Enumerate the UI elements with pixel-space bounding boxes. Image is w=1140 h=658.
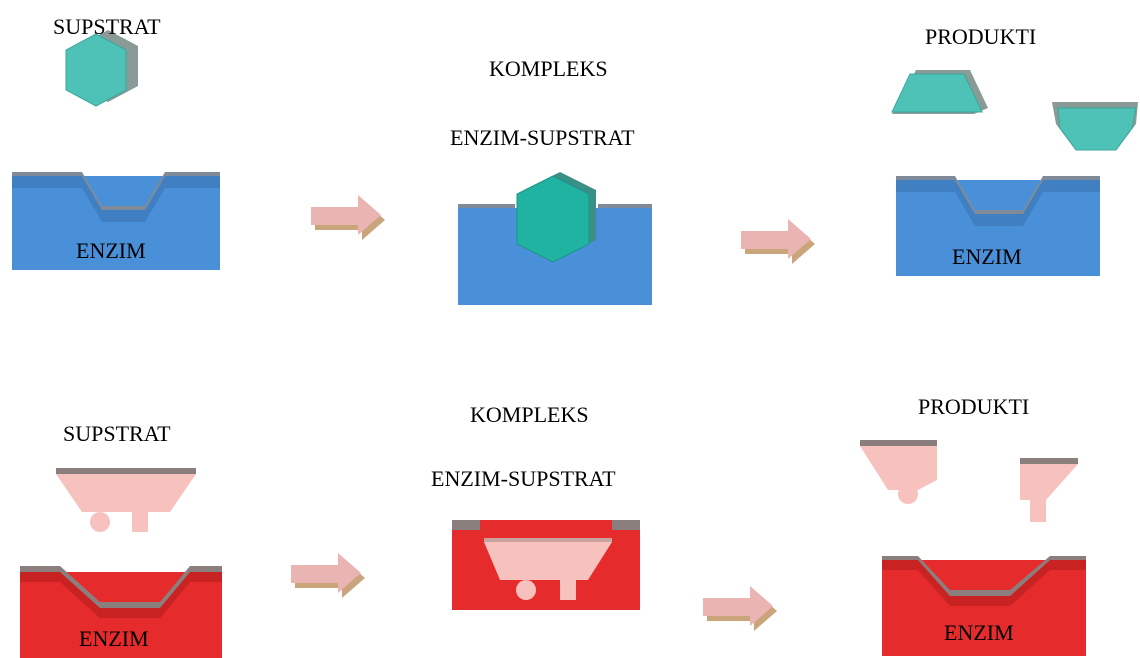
bottom-complex-label-line1: KOMPLEKS: [470, 402, 589, 427]
top-substrate-hexagon: [65, 30, 138, 107]
bottom-product-piece-left: [860, 440, 937, 504]
top-complex-label-line2: ENZIM-SUPSTRAT: [450, 125, 635, 150]
top-product-piece-right: [1052, 102, 1138, 151]
bottom-left-enzyme-label: ENZIM: [79, 626, 149, 651]
bottom-arrow-2: [703, 586, 777, 631]
top-left-enzyme-label: ENZIM: [76, 238, 146, 263]
bottom-complex-label-line2: ENZIM-SUPSTRAT: [431, 466, 616, 491]
bottom-left-enzyme-block: [20, 566, 222, 658]
top-complex-substrate-hexagon: [516, 172, 596, 263]
top-complex-label-line1: KOMPLEKS: [489, 56, 608, 81]
bottom-right-enzyme-label: ENZIM: [944, 620, 1014, 645]
top-left-enzyme-block: [12, 172, 220, 270]
bottom-product-piece-right: [1020, 458, 1078, 522]
top-arrow-1: [311, 195, 385, 240]
top-right-enzyme-block: [896, 176, 1100, 276]
bottom-complex-substrate-shape: [484, 538, 612, 600]
top-product-piece-left: [891, 70, 988, 114]
bottom-substrate-label: SUPSTRAT: [63, 421, 171, 446]
bottom-right-enzyme-block: [882, 556, 1086, 656]
top-right-enzyme-label: ENZIM: [952, 244, 1022, 269]
top-products-label: PRODUKTI: [925, 24, 1037, 49]
bottom-products-label: PRODUKTI: [918, 394, 1030, 419]
top-substrate-label: SUPSTRAT: [53, 14, 161, 39]
top-arrow-2: [741, 219, 815, 264]
bottom-substrate-shape: [56, 468, 196, 532]
bottom-arrow-1: [291, 553, 365, 598]
